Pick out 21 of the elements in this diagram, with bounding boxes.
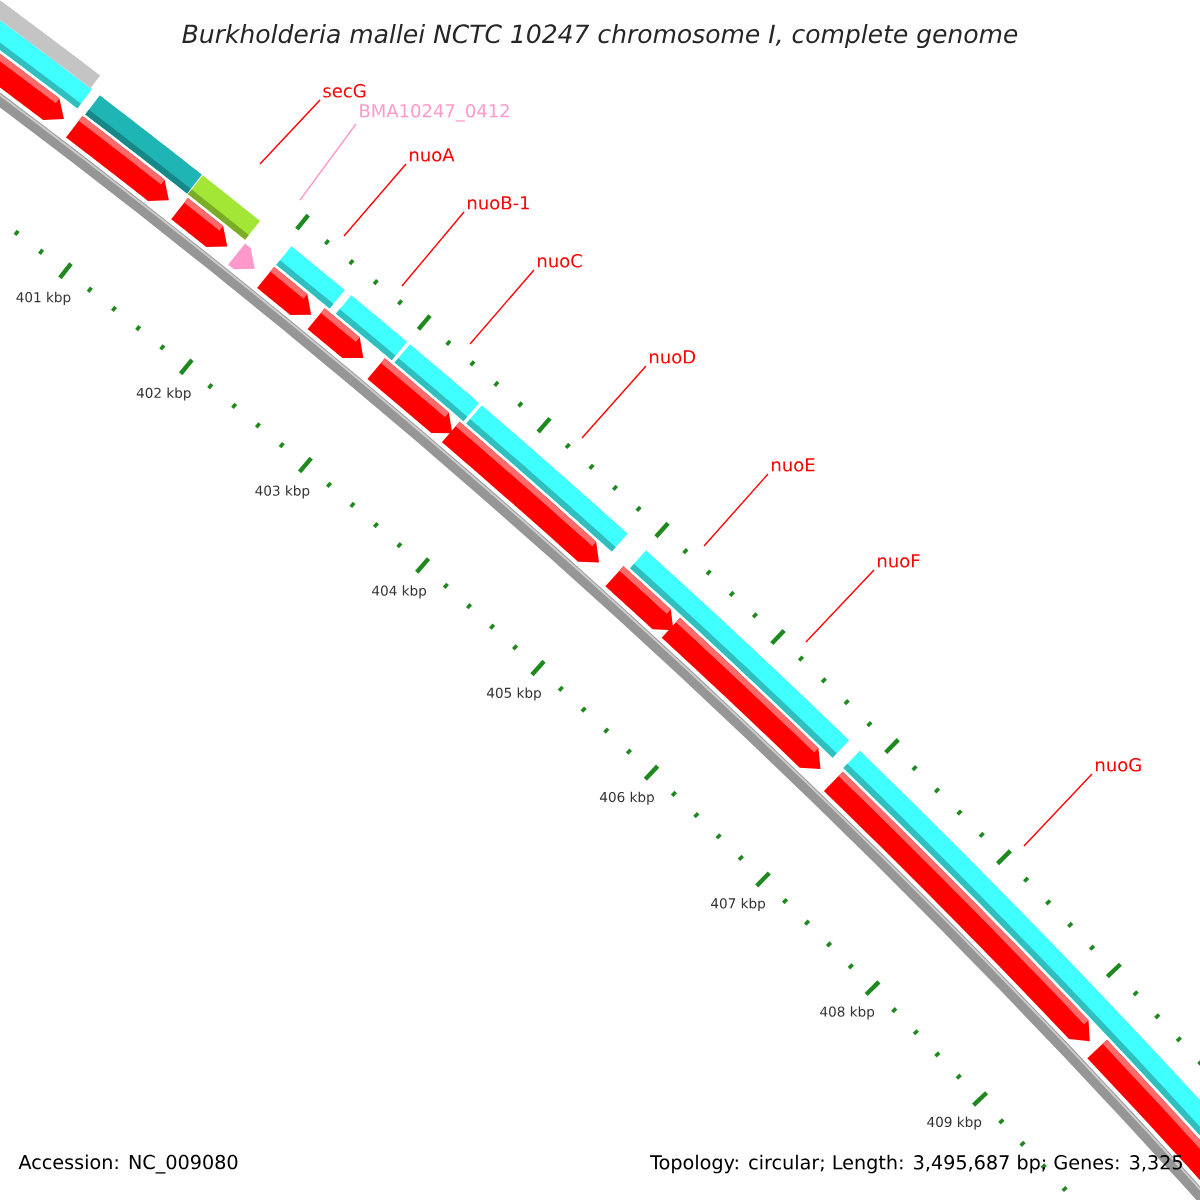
- leader-line: [805, 569, 875, 643]
- gene-label: nuoC: [538, 254, 582, 268]
- gene-label: nuoD: [650, 350, 696, 364]
- gene-label: BMA10247_0412: [360, 104, 509, 122]
- title: Burkholderia mallei NCTC 10247 chromosome I, complete genome: [182, 23, 1018, 49]
- leader-line: [703, 473, 769, 547]
- leader-line: [1023, 773, 1093, 847]
- leader-line: [581, 365, 647, 439]
- gene-label: secG: [323, 84, 366, 98]
- gene-label: nuoF: [878, 554, 920, 568]
- leader-line: [401, 211, 465, 287]
- gene-label: nuoB-1: [468, 196, 529, 210]
- leader-line: [299, 123, 357, 201]
- accession-text: Accession: NC_009080: [18, 1154, 238, 1174]
- leader-line: [343, 163, 407, 237]
- leader-line: [469, 269, 535, 345]
- gene-label: nuoE: [772, 458, 815, 472]
- gene-label: nuoG: [1096, 758, 1141, 772]
- gene-label: nuoA: [410, 148, 455, 162]
- leader-line: [259, 99, 321, 165]
- genome-info-text: Topology: circular; Length: 3,495,687 bp; Genes: 3,325: [650, 1154, 1182, 1174]
